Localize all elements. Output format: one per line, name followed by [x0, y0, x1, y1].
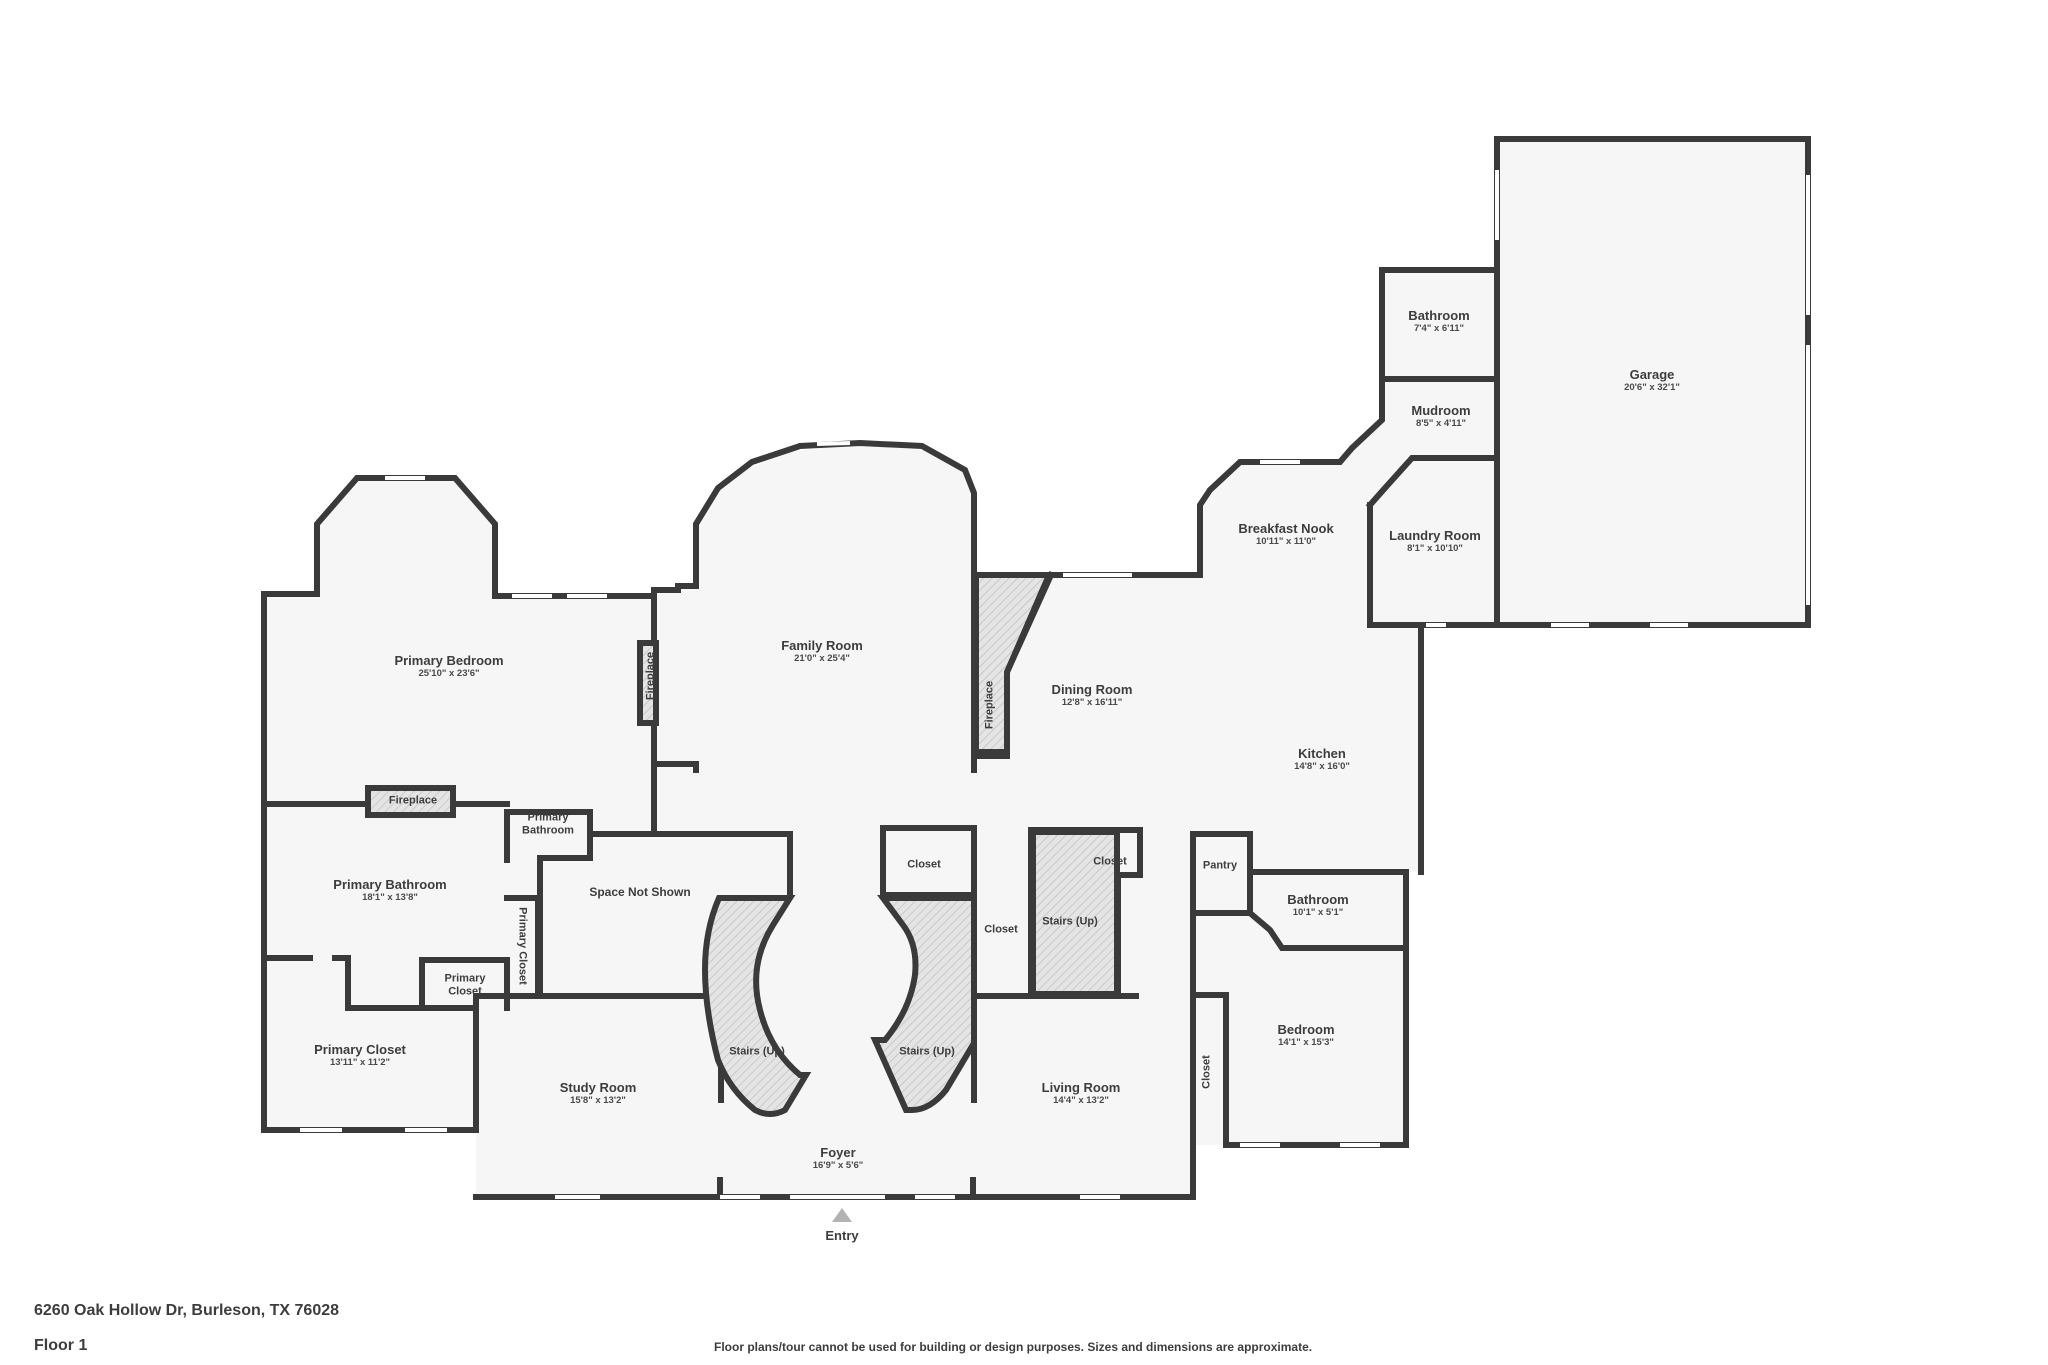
room-foyer: Foyer 16'9" x 5'6"	[812, 1145, 864, 1172]
room-mudroom: Mudroom 8'5" x 4'11"	[1411, 403, 1471, 430]
primary-closet-vertical-label: Primary Closet	[516, 907, 529, 985]
disclaimer: Floor plans/tour cannot be used for buil…	[714, 1340, 1313, 1354]
closet-hall-label: Closet	[984, 924, 1018, 937]
feature-text: Stairs (Up)	[729, 1045, 785, 1058]
room-dimensions: 12'8" x 16'11"	[1061, 697, 1123, 709]
room-dimensions: 8'5" x 4'11"	[1416, 418, 1466, 430]
room-name: Kitchen	[1298, 746, 1346, 762]
room-dimensions: 18'1" x 13'8"	[362, 892, 418, 904]
closet-front-label: Closet	[907, 859, 941, 872]
feature-text: Stairs (Up)	[899, 1045, 955, 1058]
feature-text: Closet	[1200, 1055, 1213, 1089]
feature-text: Fireplace	[644, 651, 657, 701]
room-dimensions: 8'1" x 10'10"	[1407, 543, 1463, 555]
room-bathroom-upper: Bathroom 7'4" x 6'11"	[1408, 308, 1470, 335]
windows	[300, 170, 1810, 1199]
room-kitchen: Kitchen 14'8" x 16'0"	[1294, 746, 1350, 773]
room-dimensions: 7'4" x 6'11"	[1414, 323, 1464, 335]
feature-text: Primary Closet	[516, 907, 529, 985]
stairs-back	[1030, 829, 1120, 997]
fireplace-bedroom-horizontal	[365, 785, 456, 818]
room-name: Garage	[1629, 367, 1675, 383]
stairs-left-label: Stairs (Up)	[729, 1046, 785, 1059]
stairs-right	[870, 895, 977, 1113]
room-dimensions: 13'11" x 11'2"	[329, 1057, 391, 1069]
closet-bedroom-label: Closet	[1201, 1055, 1214, 1089]
stairs-back-label: Stairs (Up)	[1042, 916, 1098, 929]
stairs-right-label: Stairs (Up)	[899, 1046, 955, 1059]
room-garage: Garage 20'6" x 32'1"	[1624, 367, 1680, 394]
room-name: Bedroom	[1277, 1022, 1335, 1038]
room-dimensions: 14'1" x 15'3"	[1278, 1037, 1334, 1049]
room-name: Foyer	[820, 1145, 856, 1161]
room-name: Dining Room	[1051, 682, 1133, 698]
room-dimensions: 16'9" x 5'6"	[812, 1160, 864, 1172]
room-family-room: Family Room 21'0" x 25'4"	[781, 638, 863, 665]
room-dimensions: 14'4" x 13'2"	[1053, 1095, 1109, 1107]
feature-text: Pantry	[1202, 859, 1238, 872]
feature-text: Primary Bathroom	[522, 811, 574, 836]
room-primary-bathroom: Primary Bathroom 18'1" x 13'8"	[333, 877, 447, 904]
fireplace-bedroom-horizontal-label: Fireplace	[389, 795, 437, 808]
floor-fills	[264, 139, 1808, 1197]
room-name: Breakfast Nook	[1238, 521, 1334, 537]
entry-label: Entry	[825, 1228, 859, 1243]
room-dimensions: 15'8" x 13'2"	[570, 1095, 626, 1107]
room-dimensions: 10'11" x 11'0"	[1255, 536, 1317, 548]
room-primary-bedroom: Primary Bedroom 25'10" x 23'6"	[394, 653, 504, 680]
feature-text: Closet	[907, 858, 941, 871]
feature-text: Fireplace	[388, 794, 438, 807]
feature-text: Primary Closet	[444, 972, 486, 997]
pantry-label: Pantry	[1203, 860, 1237, 873]
feature-text: Space Not Shown	[589, 885, 691, 900]
room-name: Bathroom	[1408, 308, 1470, 324]
feature-text: Closet	[1093, 855, 1127, 868]
room-dining-room: Dining Room 12'8" x 16'11"	[1051, 682, 1133, 709]
primary-bathroom-small-label: Primary Bathroom	[513, 811, 583, 836]
fireplace-bedroom-vertical	[637, 640, 659, 726]
room-name: Primary Bathroom	[333, 877, 447, 893]
fireplace-bedroom-vertical-label: Fireplace	[645, 652, 658, 700]
feature-text: Fireplace	[983, 680, 996, 730]
floor-label: Floor 1	[34, 1337, 88, 1354]
fireplace-dining	[973, 572, 1054, 755]
room-living-room: Living Room 14'4" x 13'2"	[1041, 1080, 1121, 1107]
room-dimensions: 21'0" x 25'4"	[794, 653, 850, 665]
primary-closet-small-label: Primary Closet	[435, 972, 495, 997]
closet-stair-label: Closet	[1093, 856, 1127, 869]
room-dimensions: 25'10" x 23'6"	[418, 668, 480, 680]
room-name: Mudroom	[1411, 403, 1471, 419]
room-name: Living Room	[1041, 1080, 1121, 1096]
room-primary-closet: Primary Closet 13'11" x 11'2"	[314, 1042, 406, 1069]
room-name: Primary Closet	[314, 1042, 406, 1058]
room-bedroom: Bedroom 14'1" x 15'3"	[1277, 1022, 1335, 1049]
entry-triangle-icon	[832, 1208, 852, 1222]
stairs-left	[701, 895, 812, 1117]
room-dimensions: 14'8" x 16'0"	[1294, 761, 1350, 773]
feature-text: Stairs (Up)	[1042, 915, 1098, 928]
room-name: Primary Bedroom	[394, 653, 504, 669]
room-study-room: Study Room 15'8" x 13'2"	[559, 1080, 637, 1107]
space-not-shown-label: Space Not Shown	[589, 885, 691, 900]
room-bathroom-lower: Bathroom 10'1" x 5'1"	[1287, 892, 1349, 919]
room-name: Family Room	[781, 638, 863, 654]
hatched-features	[365, 572, 1120, 1117]
room-dimensions: 20'6" x 32'1"	[1624, 382, 1680, 394]
room-dimensions: 10'1" x 5'1"	[1292, 907, 1344, 919]
room-laundry-room: Laundry Room 8'1" x 10'10"	[1389, 528, 1481, 555]
room-breakfast-nook: Breakfast Nook 10'11" x 11'0"	[1238, 521, 1334, 548]
fireplace-dining-label: Fireplace	[984, 681, 997, 729]
room-name: Bathroom	[1287, 892, 1349, 908]
feature-text: Closet	[984, 923, 1018, 936]
room-name: Study Room	[559, 1080, 637, 1096]
room-name: Laundry Room	[1389, 528, 1481, 544]
property-address: 6260 Oak Hollow Dr, Burleson, TX 76028	[34, 1302, 340, 1319]
